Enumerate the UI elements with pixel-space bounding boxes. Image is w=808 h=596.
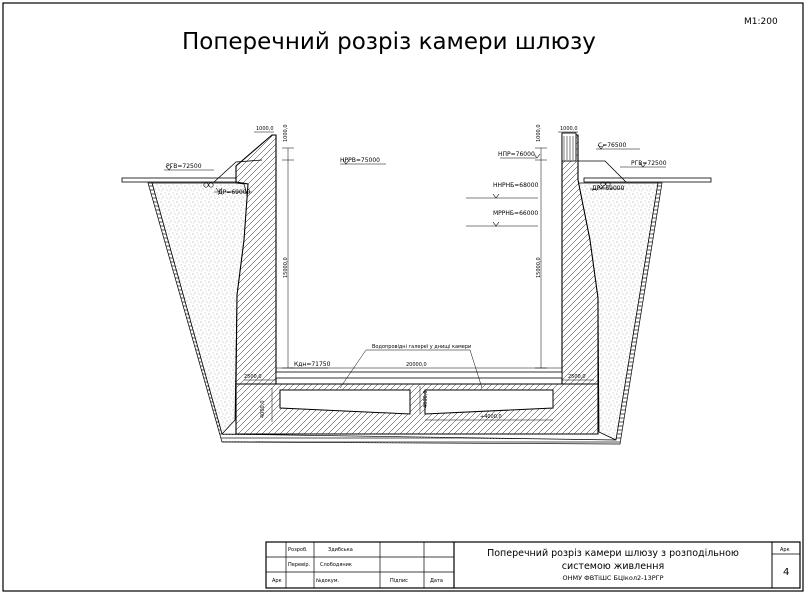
- drawing-title: Поперечний розріз камери шлюзу: [182, 29, 596, 55]
- gallery-right: [424, 389, 554, 415]
- wall-cap-right: [561, 132, 577, 162]
- gravel-base: [147, 182, 663, 445]
- title-block: [265, 541, 801, 589]
- dim-15000-left: 15000,0: [283, 257, 289, 278]
- label-npr: НПР=76000: [498, 151, 535, 158]
- stamp-sheet-number: 4: [783, 567, 789, 578]
- slope-left: [213, 159, 263, 183]
- stamp-row2-label: Перевір.: [288, 562, 311, 568]
- label-kdn: Кдн=71750: [294, 361, 331, 368]
- dim-1000-left: 1000,0: [256, 126, 274, 132]
- drainage-symbols: [203, 181, 611, 188]
- dim-20000: 20000,0: [406, 362, 427, 368]
- gallery-left: [279, 389, 411, 415]
- stamp-row2-name: Слободяник: [320, 562, 352, 568]
- label-nrrv: НРРВ=75000: [340, 157, 380, 164]
- stamp-sheet-label: Арк: [780, 547, 790, 553]
- label-dr-left: ДР=69000: [218, 189, 251, 196]
- label-rgv-right: РГВ=72500: [631, 160, 667, 167]
- stamp-col-sheet: Арк: [272, 578, 282, 584]
- stamp-row1-name: Здибська: [328, 547, 353, 553]
- chamber-wall-right: [561, 134, 599, 386]
- chamber-wall-left: [235, 134, 277, 386]
- stamp-col-date: Дата: [430, 578, 443, 584]
- stamp-title-line2: системою живлення: [562, 561, 664, 572]
- stamp-title-line1: Поперечний розріз камери шлюзу з розподі…: [487, 548, 739, 559]
- label-rgv-left: РГВ=72500: [166, 163, 202, 170]
- dim-2500-left: 2500,0: [244, 374, 262, 380]
- chamber-floor: [275, 371, 563, 379]
- ground-line-left: [121, 177, 237, 183]
- backfill-left: [151, 182, 249, 435]
- label-c-top: С=76500: [598, 142, 626, 149]
- stamp-org-code: ОНМУ ФВТіШС БЦІкол2-13РГР: [562, 574, 663, 582]
- label-nnrnb: ННРНБ=68000: [493, 182, 539, 189]
- drawing-scale: М1:200: [744, 17, 778, 27]
- stamp-col-signature: Підпис: [390, 578, 408, 584]
- dim-4000-left: 4000,0: [260, 401, 266, 419]
- label-gallery-note: Водопровідні галереї у днищі камери: [372, 344, 471, 350]
- dim-1000-left-v: 1000,0: [283, 125, 289, 143]
- dim-4000-bottom: +4000,0: [480, 414, 502, 420]
- dim-4000-mid: 4000,0: [423, 391, 429, 409]
- dim-15000-right: 15000,0: [536, 257, 542, 278]
- dim-1000-right: 1000,0: [560, 126, 578, 132]
- slope-right: [578, 160, 627, 183]
- ground-line-right: [583, 177, 712, 183]
- dim-2500-right: 2500,0: [568, 374, 586, 380]
- gallery-note-leader: [339, 349, 483, 389]
- elevation-markers: [164, 144, 666, 369]
- stamp-row1-label: Розроб.: [288, 547, 308, 553]
- label-dr-right: ДР=69000: [592, 185, 625, 192]
- label-mrrnb: МРРНБ=66000: [493, 210, 538, 217]
- stamp-col-docnum: №докум.: [316, 578, 339, 584]
- dim-1000-right-v: 1000,0: [536, 125, 542, 143]
